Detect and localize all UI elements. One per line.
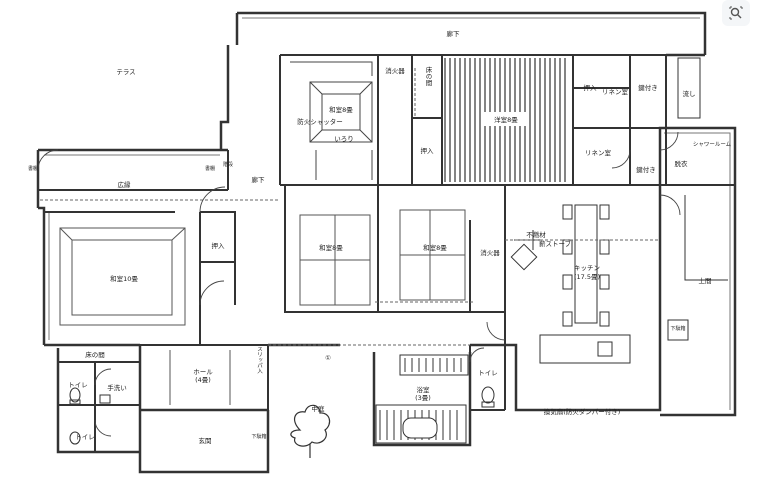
- oshiire-label-1: 押入: [421, 146, 435, 155]
- dressing-room-label: 脱衣: [675, 159, 689, 168]
- zoom-icon: [729, 6, 743, 20]
- geta-box-label: 下駄箱: [251, 433, 266, 440]
- doma-label: 土間: [699, 276, 712, 285]
- locked-label-1: 鍵付き: [638, 83, 658, 92]
- bookshelf-left-label: 書棚: [28, 165, 38, 172]
- kitchen-size-label: (17.5畳): [574, 273, 600, 281]
- kitchen-furniture: [510, 204, 631, 364]
- fire-extinguisher-label-2: 消火器: [480, 248, 500, 257]
- slipper-rack-label: スリッパ入: [256, 346, 263, 374]
- vent-label: 換気扇(防火ダンパー付き): [544, 407, 621, 416]
- washitsu-8a-label: 和室8畳: [319, 243, 343, 252]
- shoe-rack-label: 下駄箱: [670, 325, 685, 332]
- wood-stove-label: 薪ストーブ: [539, 239, 572, 248]
- toilet-label-1: トイレ: [68, 381, 88, 389]
- fire-shutter-label: 防火シャッター: [297, 117, 343, 126]
- nakaniwa-label: 中庭: [312, 404, 326, 413]
- washroom-label: 手洗い: [107, 383, 127, 392]
- yoshitsu-label: 洋室8畳: [494, 115, 518, 124]
- bath-label: 浴室: [417, 385, 431, 394]
- washitsu-10-label: 和室10畳: [110, 274, 138, 283]
- terrace-label: テラス: [116, 68, 135, 76]
- toilet-fixtures: [69, 386, 495, 445]
- locked-label-2: 鍵付き: [636, 165, 656, 174]
- hiroen-label: 広縁: [118, 180, 132, 189]
- toilet-label-2: トイレ: [75, 433, 95, 441]
- bookshelf-right-label: 書棚: [205, 165, 215, 172]
- kitchen-label: キッチン: [574, 264, 600, 272]
- tokonoma-bottom-left-label: 床の間: [85, 350, 105, 359]
- bathroom-fixtures: [375, 354, 469, 444]
- marker-label: ①: [325, 354, 331, 362]
- zoom-button[interactable]: [722, 0, 750, 26]
- irori-label: いろり: [334, 135, 354, 143]
- shower-room-label: シャワールーム: [693, 141, 732, 148]
- linen-room-label-1: リネン室: [602, 87, 629, 96]
- hallway-top-label: 廊下: [447, 29, 461, 38]
- toilet-label-3: トイレ: [478, 369, 498, 377]
- door-swings: [37, 131, 681, 437]
- linen-room-label-2: リネン室: [585, 148, 612, 157]
- oshiire-label-3: 押入: [212, 241, 226, 250]
- tree-icon: [290, 404, 331, 458]
- tatami-rooms: [59, 209, 466, 405]
- hall-label: ホール: [193, 368, 213, 376]
- sink-label: 流し: [683, 89, 696, 98]
- fire-extinguisher-label: 消火器: [385, 66, 405, 75]
- noncombustible-label: 不燃材: [526, 230, 546, 239]
- washitsu-8b-label: 和室8畳: [423, 243, 447, 252]
- oshiire-label-2: 押入: [584, 83, 598, 92]
- irori-washitsu-label: 和室8畳: [329, 105, 353, 114]
- tokonoma-top-label: 床の間: [424, 65, 432, 87]
- hallway-mid-label: 廊下: [252, 175, 266, 184]
- bath-size-label: (3畳): [415, 394, 431, 402]
- stairs-label: 階段: [223, 161, 233, 168]
- irori-room: [290, 61, 373, 180]
- hall-size-label: (4畳): [195, 376, 211, 384]
- interior-walls: [38, 54, 735, 452]
- genkan-label: 玄関: [199, 436, 212, 445]
